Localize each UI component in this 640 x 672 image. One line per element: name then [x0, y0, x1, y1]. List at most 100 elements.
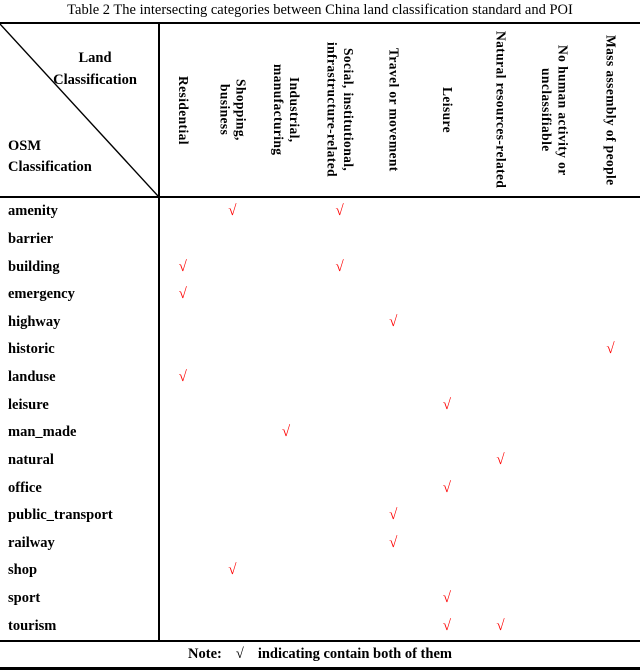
row-label: historic — [0, 336, 160, 364]
matrix-cell — [259, 391, 313, 419]
matrix-cell — [259, 309, 313, 337]
row-label: leisure — [0, 391, 160, 419]
matrix-cell — [581, 253, 640, 281]
matrix-cell — [206, 612, 260, 640]
corner-label-osm-classification: OSM Classification — [8, 138, 92, 175]
matrix-cell — [474, 364, 528, 392]
table-row: barrier — [0, 225, 640, 254]
row-label: public_transport — [0, 501, 160, 530]
column-header-label: No human activity or unclassifiable — [539, 44, 571, 176]
row-label: highway — [0, 308, 160, 337]
matrix-cell — [420, 281, 474, 309]
table-caption: Table 2 The intersecting categories betw… — [67, 2, 573, 18]
matrix-cell — [206, 585, 260, 613]
matrix-cell — [366, 612, 420, 640]
matrix-cell — [259, 474, 313, 502]
table-row: sport √ — [0, 584, 640, 613]
check-icon: √ — [178, 258, 187, 275]
column-header-label: Industrial, manufacturing — [271, 64, 303, 156]
matrix-cell — [206, 226, 260, 254]
matrix-cell — [581, 391, 640, 419]
matrix-cell — [527, 419, 581, 447]
matrix-cell — [474, 391, 528, 419]
corner-label-land-classification: Land Classification — [53, 50, 137, 88]
check-icon: √ — [389, 313, 398, 330]
matrix-cell — [474, 226, 528, 254]
row-label: landuse — [0, 363, 160, 392]
note-text: indicating contain both of them — [257, 646, 452, 662]
matrix-cell — [420, 309, 474, 337]
matrix-cell — [160, 391, 206, 419]
matrix-cell — [160, 585, 206, 613]
table-header-row: Land Classification OSM Classification R… — [0, 24, 640, 198]
matrix-cell — [206, 391, 260, 419]
table-row: amenity√√ — [0, 198, 640, 226]
matrix-cell — [527, 281, 581, 309]
matrix-cell — [366, 585, 420, 613]
matrix-cell — [259, 447, 313, 475]
matrix-cell: √ — [581, 336, 640, 364]
matrix-cell — [420, 336, 474, 364]
matrix-cell — [527, 391, 581, 419]
matrix-cell — [474, 419, 528, 447]
matrix-cell: √ — [313, 198, 367, 226]
row-label: shop — [0, 557, 160, 585]
row-label: office — [0, 474, 160, 502]
column-header-label: Travel or movement — [386, 48, 402, 172]
row-label: barrier — [0, 225, 160, 254]
matrix-cell — [420, 557, 474, 585]
matrix-cell: √ — [206, 198, 260, 226]
matrix-cell — [581, 226, 640, 254]
matrix-cell — [474, 253, 528, 281]
note-check-icon: √ — [235, 646, 244, 662]
matrix-cell — [474, 309, 528, 337]
table-row: man_made√ — [0, 419, 640, 447]
diagonal-line — [0, 24, 158, 196]
matrix-cell — [313, 502, 367, 530]
matrix-cell — [259, 281, 313, 309]
matrix-cell — [313, 391, 367, 419]
matrix-cell: √ — [206, 557, 260, 585]
matrix-cell — [527, 253, 581, 281]
matrix-cell — [206, 419, 260, 447]
matrix-cell — [160, 419, 206, 447]
column-header-label: Leisure — [440, 86, 455, 134]
matrix-cell — [259, 612, 313, 640]
check-icon: √ — [178, 369, 187, 386]
matrix-cell — [527, 309, 581, 337]
matrix-cell — [581, 585, 640, 613]
check-icon: √ — [496, 451, 505, 468]
matrix-cell: √ — [420, 474, 474, 502]
matrix-cell — [160, 612, 206, 640]
row-label: sport — [0, 584, 160, 613]
check-icon: √ — [389, 534, 398, 551]
check-icon: √ — [335, 258, 344, 275]
matrix-cell — [366, 198, 420, 226]
matrix-cell — [474, 530, 528, 558]
column-header-9: Mass assembly of people — [581, 24, 640, 196]
matrix-cell — [366, 336, 420, 364]
matrix-cell — [313, 336, 367, 364]
matrix-cell — [206, 253, 260, 281]
matrix-cell — [527, 502, 581, 530]
matrix-cell — [474, 198, 528, 226]
matrix-cell — [366, 364, 420, 392]
matrix-cell: √ — [474, 447, 528, 475]
matrix-cell — [206, 336, 260, 364]
matrix-cell — [160, 198, 206, 226]
matrix-cell — [206, 364, 260, 392]
matrix-cell: √ — [259, 419, 313, 447]
matrix-cell — [474, 585, 528, 613]
matrix-cell — [581, 557, 640, 585]
check-icon: √ — [442, 590, 452, 607]
table-row: tourism√√ — [0, 612, 640, 640]
matrix-cell: √ — [160, 364, 206, 392]
matrix-cell — [259, 364, 313, 392]
check-icon: √ — [228, 203, 237, 220]
matrix-cell — [259, 198, 313, 226]
matrix-cell — [160, 309, 206, 337]
matrix-cell — [206, 474, 260, 502]
matrix-cell — [313, 447, 367, 475]
